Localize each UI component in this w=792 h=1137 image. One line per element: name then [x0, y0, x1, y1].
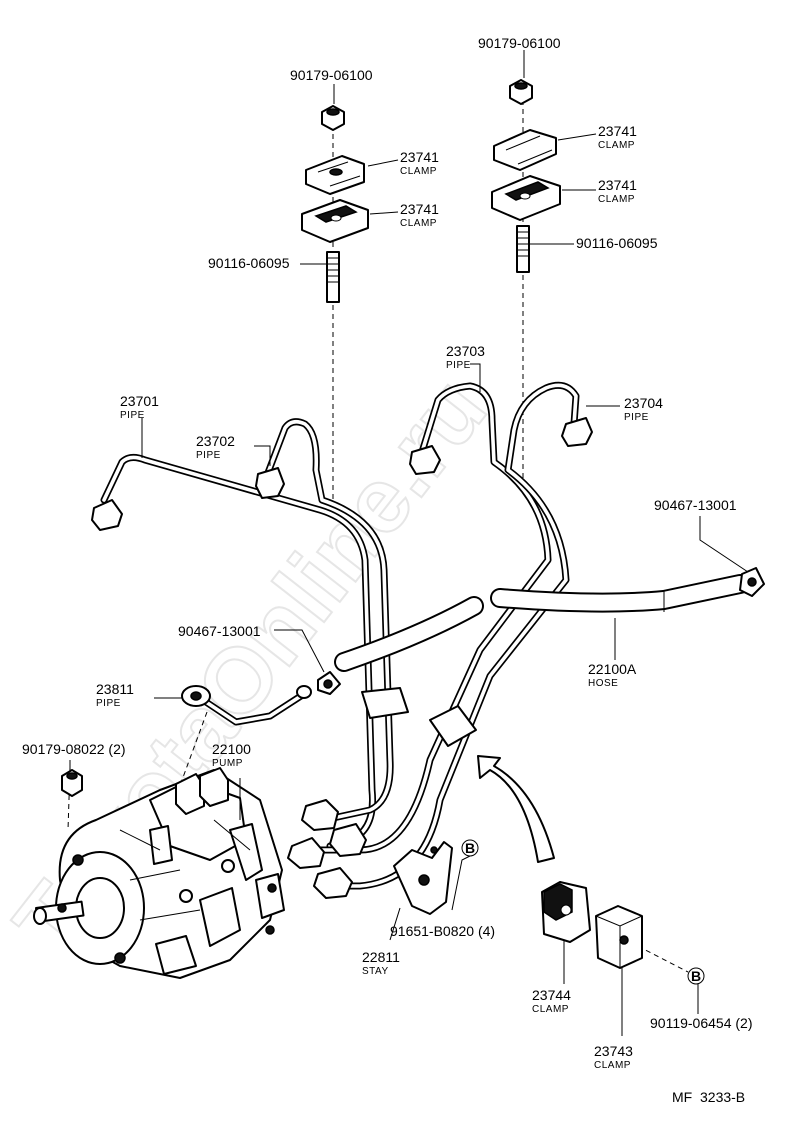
label-hose-clip-right: 90467-13001: [654, 497, 737, 513]
hose-clip-left[interactable]: [317, 671, 341, 695]
ref-marker-b-stay: B: [461, 839, 479, 857]
label-clamp-23743: 23743: [594, 1043, 633, 1059]
name-pump: PUMP: [212, 758, 243, 769]
name-pipe-23703: PIPE: [446, 360, 471, 371]
label-stud-right: 90116-06095: [576, 235, 658, 251]
name-pipe-23701: PIPE: [120, 410, 145, 421]
name-clamp-right-upper: CLAMP: [598, 140, 635, 151]
label-nut-top-right: 90179-06100: [478, 35, 561, 51]
label-pump: 22100: [212, 741, 251, 757]
hose-clip-right[interactable]: [739, 567, 765, 597]
name-pipe-23811: PIPE: [96, 698, 121, 709]
diagram-code: MF 3233-B: [672, 1089, 745, 1105]
pipe-23811[interactable]: [181, 685, 312, 726]
label-pipe-23701: 23701: [120, 393, 159, 409]
name-clamp-left-upper: CLAMP: [400, 166, 437, 177]
hose-22100a[interactable]: [334, 574, 750, 672]
pipe-spacer-clamps: [361, 687, 477, 747]
label-bolt-clamp: 90119-06454 (2): [650, 1015, 752, 1031]
ref-marker-label: B: [691, 968, 701, 984]
label-nut-pump: 90179-08022 (2): [22, 741, 126, 757]
label-pipe-23702: 23702: [196, 433, 235, 449]
label-hose-clip-left: 90467-13001: [178, 623, 261, 639]
label-stay: 22811: [362, 949, 400, 965]
ref-marker-label: B: [465, 840, 475, 856]
label-bolt-stay: 91651-B0820 (4): [390, 923, 495, 939]
label-nut-top-left: 90179-06100: [290, 67, 373, 83]
label-pipe-23704: 23704: [624, 395, 663, 411]
stay-22811[interactable]: [393, 841, 453, 915]
label-clamp-left-lower: 23741: [400, 201, 439, 217]
clamp-right-lower[interactable]: [491, 175, 561, 221]
name-clamp-23743: CLAMP: [594, 1060, 631, 1071]
clamp-left-upper[interactable]: [305, 155, 365, 195]
name-clamp-right-lower: CLAMP: [598, 194, 635, 205]
name-pipe-23702: PIPE: [196, 450, 221, 461]
pump-22100[interactable]: [33, 767, 285, 979]
label-clamp-23744: 23744: [532, 987, 571, 1003]
name-hose: HOSE: [588, 678, 618, 689]
clamp-23744[interactable]: [541, 881, 591, 943]
name-stay: STAY: [362, 966, 389, 977]
clamp-23743[interactable]: [595, 905, 643, 969]
curved-arrow: [477, 755, 555, 863]
label-pipe-23811: 23811: [96, 681, 134, 697]
label-clamp-right-upper: 23741: [598, 123, 637, 139]
clamp-left-lower[interactable]: [301, 199, 369, 243]
name-pipe-23704: PIPE: [624, 412, 649, 423]
label-pipe-23703: 23703: [446, 343, 485, 359]
label-clamp-right-lower: 23741: [598, 177, 637, 193]
clamp-right-upper[interactable]: [493, 129, 557, 171]
name-clamp-23744: CLAMP: [532, 1004, 569, 1015]
stud-right[interactable]: [516, 225, 530, 273]
label-hose: 22100A: [588, 661, 637, 677]
ref-marker-b-clamp: B: [687, 967, 705, 985]
nut-top-left[interactable]: [321, 105, 345, 131]
label-stud-left: 90116-06095: [208, 255, 290, 271]
pipe-end-fittings: [91, 417, 593, 899]
name-clamp-left-lower: CLAMP: [400, 218, 437, 229]
leader-lines: [69, 50, 749, 1036]
nut-pump[interactable]: [61, 769, 83, 797]
nut-top-right[interactable]: [509, 79, 533, 105]
stud-left[interactable]: [326, 251, 340, 303]
label-clamp-left-upper: 23741: [400, 149, 439, 165]
